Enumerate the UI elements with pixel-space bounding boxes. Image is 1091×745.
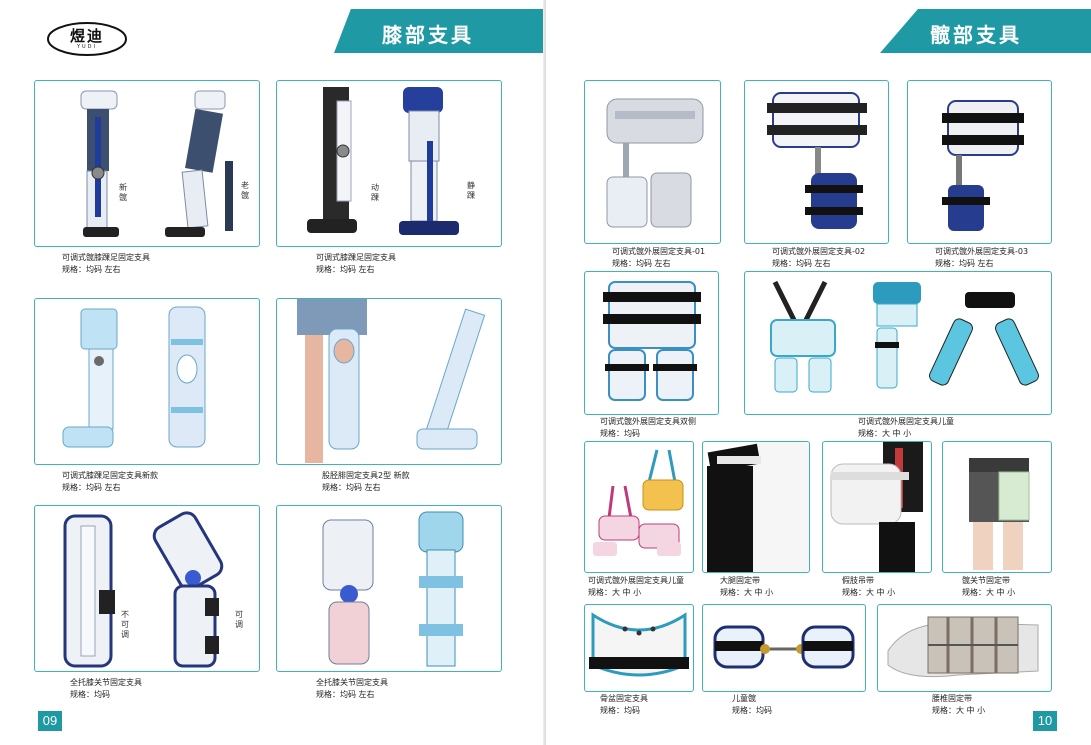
product-image-r12 — [877, 604, 1052, 692]
product-caption: 腰椎固定带 规格：大 中 小 — [932, 693, 985, 717]
product-spec: 规格：均码 — [600, 706, 640, 715]
product-name: 骨盆固定支具 — [600, 694, 648, 703]
product-image-r2 — [744, 80, 889, 244]
product-name: 腰椎固定带 — [932, 694, 972, 703]
section-banner: 髋部支具 — [880, 9, 1091, 53]
left-page: 煜迪 YUDI 膝部支具 新髋 老髋 可调式髋膝踝足固定支具 规格：均码 左右 — [0, 0, 545, 745]
product-image-r5 — [744, 271, 1052, 415]
product-name: 假肢吊带 — [842, 576, 874, 585]
product-caption: 可调式髋外展固定支具儿童 规格：大 中 小 — [588, 575, 684, 599]
product-name: 全托膝关节固定支具 — [316, 678, 388, 687]
product-name: 股胫腓固定支具2型 新款 — [322, 471, 410, 480]
product-caption: 骨盆固定支具 规格：均码 — [600, 693, 648, 717]
product-spec: 规格：大 中 小 — [720, 588, 774, 597]
product-spec: 规格：大 中 小 — [588, 588, 642, 597]
variant-label: 可调 — [235, 610, 243, 629]
product-name: 可调式髋外展固定支具-02 — [772, 247, 866, 256]
product-image-3 — [34, 298, 260, 465]
product-spec: 规格：均码 左右 — [62, 265, 121, 274]
product-name: 可调式膝踝足固定支具新款 — [62, 471, 158, 480]
product-image-6 — [276, 505, 502, 672]
product-caption: 可调式髋外展固定支具儿童 规格：大 中 小 — [858, 416, 954, 440]
variant-label: 动踝 — [371, 183, 379, 202]
product-spec: 规格：均码 左右 — [935, 259, 994, 268]
product-spec: 规格：均码 左右 — [316, 265, 375, 274]
product-image-r1 — [584, 80, 721, 244]
product-caption: 全托膝关节固定支具 规格：均码 — [70, 677, 142, 701]
product-name: 可调式髋外展固定支具-01 — [612, 247, 706, 256]
product-image-r6 — [584, 441, 694, 573]
variant-label: 老髋 — [241, 181, 249, 200]
product-caption: 可调式髋外展固定支具-03 规格：均码 左右 — [935, 246, 1028, 270]
product-spec: 规格：大 中 小 — [932, 706, 986, 715]
product-caption: 大腿固定带 规格：大 中 小 — [720, 575, 773, 599]
variant-label: 静踝 — [467, 181, 475, 200]
banner-title: 髋部支具 — [930, 23, 1022, 47]
product-caption: 可调式膝踝足固定支具 规格：均码 左右 — [316, 252, 396, 276]
product-name: 全托膝关节固定支具 — [70, 678, 142, 687]
product-spec: 规格：大 中 小 — [842, 588, 896, 597]
product-caption: 可调式膝踝足固定支具新款 规格：均码 左右 — [62, 470, 158, 494]
variant-label: 不可调 — [121, 610, 129, 639]
product-spec: 规格：均码 左右 — [316, 690, 375, 699]
product-caption: 可调式髋膝踝足固定支具 规格：均码 左右 — [62, 252, 150, 276]
product-spec: 规格：均码 左右 — [62, 483, 121, 492]
product-image-r3 — [907, 80, 1052, 244]
product-caption: 可调式髋外展固定支具双侧 规格：均码 — [600, 416, 696, 440]
product-caption: 髋关节固定带 规格：大 中 小 — [962, 575, 1015, 599]
product-spec: 规格：均码 左右 — [322, 483, 381, 492]
product-spec: 规格：均码 — [600, 429, 640, 438]
product-name: 可调式髋外展固定支具儿童 — [858, 417, 954, 426]
product-name: 可调式膝踝足固定支具 — [316, 253, 396, 262]
product-spec: 规格：均码 左右 — [612, 259, 671, 268]
product-image-1: 新髋 老髋 — [34, 80, 260, 247]
product-image-r4 — [584, 271, 719, 415]
product-image-r8 — [822, 441, 932, 573]
product-name: 可调式髋膝踝足固定支具 — [62, 253, 150, 262]
banner-title: 膝部支具 — [382, 23, 474, 47]
product-image-r7 — [702, 441, 810, 573]
product-spec: 规格：大 中 小 — [962, 588, 1016, 597]
product-caption: 股胫腓固定支具2型 新款 规格：均码 左右 — [322, 470, 410, 494]
product-image-r10 — [584, 604, 694, 692]
product-spec: 规格：均码 左右 — [772, 259, 831, 268]
section-banner: 膝部支具 — [334, 9, 545, 53]
page-number: 10 — [1033, 711, 1057, 731]
right-page: 髋部支具 可调式髋外展固定支具-01 规格：均码 左右 可调式髋外展固定支具-0… — [546, 0, 1091, 745]
product-name: 儿童髋 — [732, 694, 756, 703]
product-name: 可调式髋外展固定支具双侧 — [600, 417, 696, 426]
product-name: 髋关节固定带 — [962, 576, 1010, 585]
product-caption: 全托膝关节固定支具 规格：均码 左右 — [316, 677, 388, 701]
logo-name: 煜迪 — [69, 27, 104, 45]
product-caption: 可调式髋外展固定支具-02 规格：均码 左右 — [772, 246, 865, 270]
product-image-r9 — [942, 441, 1052, 573]
logo-sub: YUDI — [76, 44, 98, 50]
product-image-r11 — [702, 604, 866, 692]
brand-logo: 煜迪 YUDI — [46, 20, 128, 58]
product-name: 可调式髋外展固定支具儿童 — [588, 576, 684, 585]
product-image-5: 不可调 可调 — [34, 505, 260, 672]
product-spec: 规格：均码 — [70, 690, 110, 699]
product-caption: 可调式髋外展固定支具-01 规格：均码 左右 — [612, 246, 705, 270]
product-spec: 规格：均码 — [732, 706, 772, 715]
product-caption: 儿童髋 规格：均码 — [732, 693, 772, 717]
variant-label: 新髋 — [119, 183, 127, 202]
product-image-4 — [276, 298, 502, 465]
product-name: 大腿固定带 — [720, 576, 760, 585]
product-caption: 假肢吊带 规格：大 中 小 — [842, 575, 895, 599]
page-number: 09 — [38, 711, 62, 731]
product-name: 可调式髋外展固定支具-03 — [935, 247, 1029, 256]
product-spec: 规格：大 中 小 — [858, 429, 912, 438]
product-image-2: 动踝 静踝 — [276, 80, 502, 247]
